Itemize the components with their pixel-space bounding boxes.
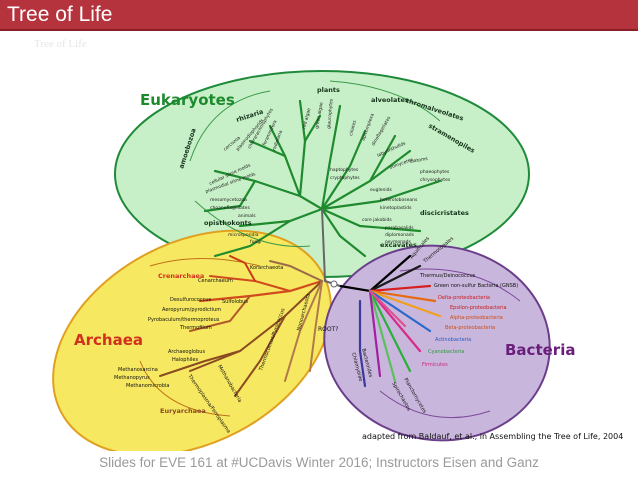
eukaryote-branches [203, 99, 442, 258]
archaea-branches [159, 255, 324, 397]
archaea-group-euryarchaea: Euryarchaea [160, 407, 206, 415]
ghost-slide-title: Tree of Life [34, 38, 87, 50]
archaea-label: Archaea [74, 331, 143, 349]
taxon-label: chrysophytes [420, 177, 451, 183]
slide-footer: Slides for EVE 161 at #UCDavis Winter 20… [99, 455, 539, 470]
bacteria-taxon: Epsilon-proteobacteria [450, 305, 507, 311]
bacteria-taxon: Beta-proteobacteria [445, 325, 495, 331]
taxon-label: parabasalids [385, 225, 414, 231]
group-label-opisthokonts: opisthokonts [204, 219, 252, 227]
bacteria-taxon: Alpha-proteobacteria [450, 315, 503, 321]
taxon-label: green algae [314, 102, 325, 130]
taxon-label: kinetoplastids [380, 205, 412, 211]
bacteria-taxon: Cyanobacteria [428, 349, 464, 355]
taxon-label: cryptophytes [330, 175, 360, 181]
archaea-taxon: Methanomicrobia [126, 383, 169, 389]
root-label: ROOT? [318, 326, 338, 333]
bacteria-taxon: Green non-sulfur Bacteria (GNSB) [434, 283, 518, 289]
taxon-label: ciliates [348, 119, 358, 137]
archaea-taxon: Halophiles [172, 357, 198, 363]
archaea-ellipse [52, 229, 332, 451]
group-label-plants: plants [317, 86, 340, 94]
taxon-label: diplomonads [385, 232, 415, 238]
archaea-taxon: Thermofilum [179, 325, 212, 331]
bacteria-taxon: Firmicutes [422, 362, 448, 368]
slide-title-bar: Tree of Life [0, 0, 638, 31]
group-label-discicristates: discicristates [420, 209, 469, 217]
taxon-label: animals [238, 213, 256, 219]
group-label-alveolates: alveolates [371, 96, 409, 104]
taxon-label: fungi [250, 239, 261, 245]
group-label-excavates: excavates [380, 241, 417, 249]
taxon-label: mesomycetozoa [210, 197, 247, 203]
eukaryotes-label: Eukaryotes [140, 91, 235, 109]
taxon-label: glaucophytes [326, 98, 335, 129]
taxon-label: haptophytes [330, 167, 359, 173]
archaea-taxon: Methanosarcina [118, 367, 158, 373]
bacteria-label: Bacteria [505, 341, 575, 359]
taxon-label: heteroloboseans [380, 197, 418, 203]
taxon-label: oxymonads [385, 239, 412, 245]
taxon-label: choanoflagellates [210, 205, 250, 211]
taxon-label: core jakobids [362, 217, 392, 223]
taxon-label: red algae [301, 107, 312, 129]
archaea-inner-arcs [139, 258, 261, 417]
bacteria-taxon: Delta-proteobacteria [438, 295, 490, 301]
archaea-taxon: Korarchaeota [250, 265, 283, 271]
archaea-taxon: Cenarchaeum [198, 278, 233, 284]
archaea-group-crenarchaea: Crenarchaea [158, 272, 204, 280]
archaea-taxon: Methanopyrus [114, 375, 150, 381]
taxon-label: phaeophytes [420, 169, 450, 175]
tree-of-life-diagram: ROOT? Eukaryotes Archaea Bacteria rhizar… [52, 70, 575, 451]
root-node [330, 280, 338, 288]
slide-title: Tree of Life [7, 3, 113, 26]
archaea-taxon: Aeropyrum/pyrodictium [162, 307, 221, 313]
archaea-taxon: Pyrobaculum/thermoproteus [148, 317, 220, 323]
archaea-taxon: Archaeoglobus [168, 349, 205, 355]
taxon-label: diatoms [409, 156, 429, 165]
taxon-label: microsporidia [228, 232, 259, 238]
archaea-taxon: Desulfurococcus [170, 297, 211, 303]
bacteria-branches [338, 254, 442, 388]
taxon-label: euglenids [370, 187, 392, 193]
source-credit: adapted from Baldauf, et al., in Assembl… [362, 432, 624, 441]
bacteria-taxon: Actinobacteria [435, 337, 471, 343]
bacteria-taxon: Thermus/Deinococcus [419, 273, 476, 279]
archaea-taxon: Sulfolobus [222, 299, 248, 305]
